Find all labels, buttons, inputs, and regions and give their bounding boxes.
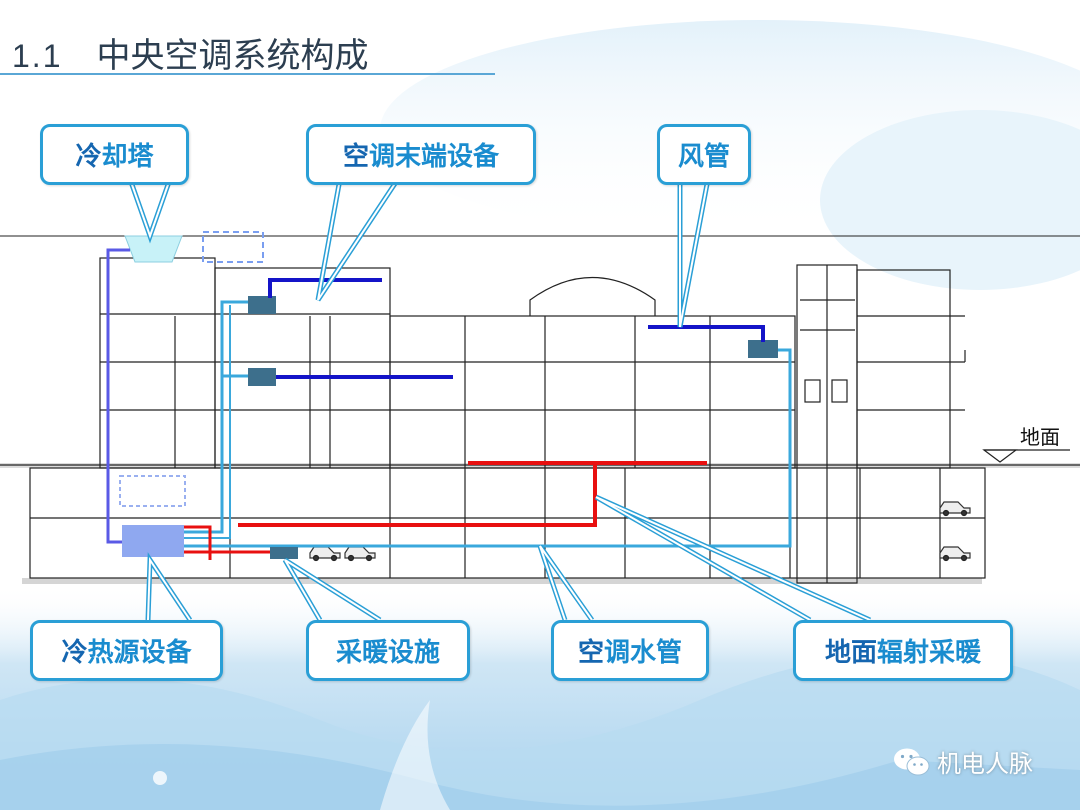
floor-heating-pipe <box>238 461 707 527</box>
ground-label: 地面 <box>1020 425 1060 449</box>
leader-line <box>127 178 173 244</box>
hot-water-drop <box>184 525 212 560</box>
spare-equipment-outline <box>119 475 186 507</box>
air-duct <box>268 278 382 298</box>
air-handler-unit <box>748 340 778 358</box>
page-title: 1.1 中央空调系统构成 <box>12 28 368 77</box>
leader-line-inner <box>317 178 399 301</box>
air-handler-unit <box>248 368 276 386</box>
chilled-water-main <box>184 348 792 548</box>
heating-unit <box>270 547 298 559</box>
chilled-water-riser <box>184 300 250 534</box>
callout-cooling-tower: 冷却塔 <box>40 124 189 185</box>
car-icon <box>939 546 971 562</box>
brand-text: 机电人脉 <box>937 750 1033 778</box>
pipe-network <box>106 231 792 560</box>
air-handler-unit <box>248 296 276 314</box>
left-block <box>99 257 216 469</box>
right-wing <box>856 269 951 469</box>
foundation-soil <box>22 578 982 584</box>
ground-marker <box>982 449 1018 463</box>
brand-watermark: 机电人脉 <box>893 744 1033 779</box>
title-underline <box>0 73 495 75</box>
car-icon <box>939 501 971 517</box>
car-icon <box>344 546 376 562</box>
callout-air-duct: 风管 <box>657 124 751 185</box>
title-text: 中央空调系统构成 <box>96 36 369 76</box>
callout-source-equipment: 冷热源设备 <box>30 620 223 681</box>
callout-heating-facility: 采暖设施 <box>306 620 470 681</box>
elevator-cab <box>804 379 821 403</box>
title-number: 1.1 <box>12 38 63 74</box>
dome-roof <box>529 277 656 316</box>
cooling-tower <box>124 235 183 263</box>
leader-line-inner <box>679 178 709 328</box>
leader-line-inner <box>539 545 593 621</box>
air-duct <box>648 325 765 342</box>
heat-source-box <box>122 525 184 557</box>
condenser-pipe <box>106 248 130 544</box>
leader-line-inner <box>284 559 381 621</box>
wechat-icon <box>894 748 930 775</box>
callout-terminal-equipment: 空调末端设备 <box>306 124 536 185</box>
leader-line-inner <box>129 178 171 240</box>
callout-floor-radiant-heating: 地面辐射采暖 <box>793 620 1013 681</box>
left-mid-block <box>214 267 391 469</box>
spare-tower-outline <box>202 231 264 263</box>
main-block <box>389 315 796 469</box>
leader-line-inner <box>595 496 871 621</box>
leader-line-inner <box>147 556 191 621</box>
elevator-cab <box>831 379 848 403</box>
callout-water-pipe: 空调水管 <box>551 620 709 681</box>
callout-leaders <box>127 177 872 623</box>
chilled-water-return <box>184 305 231 539</box>
car-icon <box>309 546 341 562</box>
